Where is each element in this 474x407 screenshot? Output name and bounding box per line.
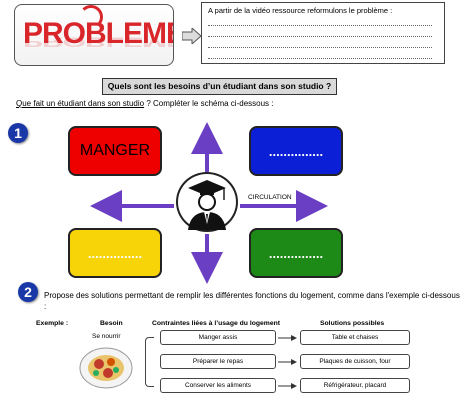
solution-box: Table et chaises: [300, 330, 410, 345]
besoin-value: Se nourrir: [92, 333, 121, 340]
constraint-box: Préparer le repas: [160, 354, 276, 369]
student-avatar: [176, 172, 238, 232]
probleme-logo: PROBLEME PROBLEME: [14, 4, 174, 66]
arrow-right-icon: [182, 28, 202, 44]
circulation-label: CIRCULATION: [248, 194, 292, 201]
constraint-box: Conserver les aliments: [160, 378, 276, 393]
need-label: MANGER: [79, 142, 151, 159]
blank-dots: ...............: [268, 143, 324, 159]
need-box-manger: MANGER: [68, 126, 162, 176]
flow-arrows: [278, 335, 297, 389]
blank-dots: ...............: [268, 245, 324, 261]
answer-line[interactable]: [208, 26, 432, 37]
swirl-icon: [79, 5, 103, 29]
answer-line[interactable]: [208, 37, 432, 48]
col-contraintes: Contraintes liées à l’usage du logement: [152, 320, 281, 327]
reformulate-prompt: A partir de la vidéo ressource reformulo…: [208, 6, 393, 15]
question-title: Quels sont les besoins d’un étudiant dan…: [102, 78, 337, 95]
need-box-yellow[interactable]: ...............: [68, 228, 162, 278]
instruction-rest: ? Compléter le schéma ci-dessous :: [144, 99, 274, 108]
reformulate-box: A partir de la vidéo ressource reformulo…: [201, 2, 445, 64]
solution-box: Plaques de cuisson, four: [300, 354, 410, 369]
answer-line[interactable]: [208, 15, 432, 26]
solution-box: Réfrigérateur, placard: [300, 378, 410, 393]
col-besoin: Besoin: [100, 320, 123, 327]
part2-instruction: Propose des solutions permettant de remp…: [44, 291, 460, 311]
constraint-box: Manger assis: [160, 330, 276, 345]
logo-reflection: PROBLEME: [23, 34, 174, 49]
col-solutions: Solutions possibles: [320, 320, 385, 327]
example-label: Exemple :: [36, 320, 69, 327]
logo-text: PROBLEME: [23, 17, 174, 50]
flow-bracket: [145, 337, 154, 387]
instruction-link: Que fait un étudiant dans son studio: [16, 99, 145, 108]
blank-dots: ...............: [87, 245, 143, 261]
need-box-green[interactable]: ...............: [249, 228, 343, 278]
circulation-arrows: [90, 122, 328, 284]
step-number-badge: 1: [8, 123, 28, 143]
need-box-blue[interactable]: ...............: [249, 126, 343, 176]
step-number-badge: 2: [18, 282, 38, 302]
food-plate-image: [79, 347, 133, 389]
part1-instruction: Que fait un étudiant dans son studio ? C…: [16, 99, 273, 108]
graduate-icon: [188, 180, 226, 230]
answer-line[interactable]: [208, 48, 432, 59]
